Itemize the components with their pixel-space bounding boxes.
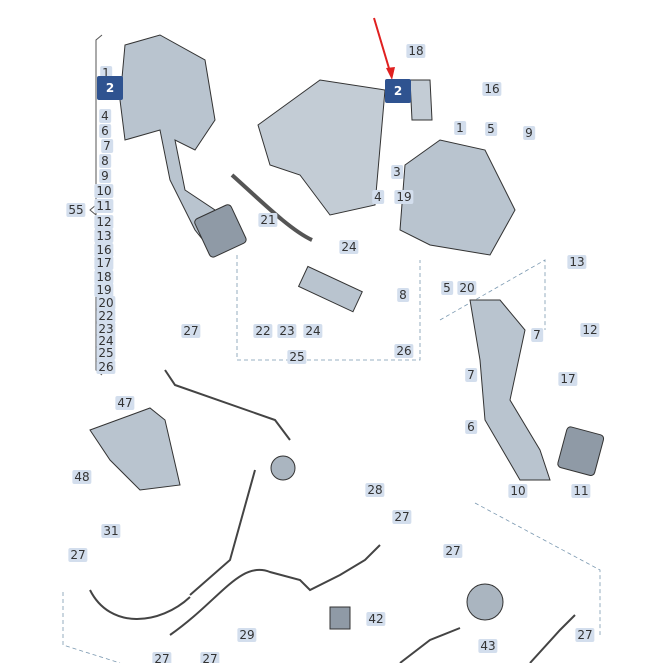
label-19[interactable]: 19: [94, 283, 114, 297]
label-55[interactable]: 55: [66, 203, 86, 217]
callout-20[interactable]: 20: [457, 281, 477, 295]
clutch-pedal-arm: [469, 299, 551, 481]
label-12[interactable]: 12: [94, 215, 114, 229]
callout-27f[interactable]: 27: [200, 652, 220, 663]
callout-27c[interactable]: 27: [68, 548, 88, 562]
label-7[interactable]: 7: [101, 139, 113, 153]
label-1[interactable]: 1: [100, 66, 112, 80]
dashed-guides: [62, 255, 601, 663]
callout-25[interactable]: 25: [287, 350, 307, 364]
label-2-highlighted[interactable]: 2: [97, 76, 123, 100]
hose-21: [230, 173, 313, 242]
callout-26[interactable]: 26: [394, 344, 414, 358]
part-connector: [270, 455, 296, 481]
callout-17[interactable]: 17: [558, 372, 578, 386]
callout-11[interactable]: 11: [571, 484, 591, 498]
label-8[interactable]: 8: [99, 154, 111, 168]
callout-24[interactable]: 24: [339, 240, 359, 254]
part-47: [89, 407, 181, 491]
callout-2-highlighted[interactable]: 2: [385, 79, 411, 103]
label-24[interactable]: 24: [96, 334, 116, 348]
callout-47[interactable]: 47: [115, 396, 135, 410]
callout-19[interactable]: 19: [394, 190, 414, 204]
label-18[interactable]: 18: [94, 270, 114, 284]
callout-10[interactable]: 10: [508, 484, 528, 498]
label-26[interactable]: 26: [96, 360, 116, 374]
red-arrow: [373, 17, 392, 76]
callout-5b[interactable]: 5: [441, 281, 453, 295]
callout-42[interactable]: 42: [366, 612, 386, 626]
callout-23[interactable]: 23: [277, 324, 297, 338]
callout-24b[interactable]: 24: [303, 324, 323, 338]
callout-12[interactable]: 12: [580, 323, 600, 337]
callout-4[interactable]: 4: [372, 190, 384, 204]
callout-5[interactable]: 5: [485, 122, 497, 136]
firewall-plate: [257, 79, 386, 216]
callout-27e[interactable]: 27: [152, 652, 172, 663]
label-20[interactable]: 20: [96, 296, 116, 310]
label-9[interactable]: 9: [99, 169, 111, 183]
slave-cylinder: [466, 583, 504, 621]
callout-31[interactable]: 31: [101, 524, 121, 538]
callout-27d[interactable]: 27: [443, 544, 463, 558]
part-42: [329, 606, 351, 630]
callout-29[interactable]: 29: [237, 628, 257, 642]
callout-27b[interactable]: 27: [392, 510, 412, 524]
callout-13[interactable]: 13: [567, 255, 587, 269]
callout-21[interactable]: 21: [258, 213, 278, 227]
callout-48[interactable]: 48: [72, 470, 92, 484]
callout-3[interactable]: 3: [391, 165, 403, 179]
label-25[interactable]: 25: [96, 346, 116, 360]
label-10[interactable]: 10: [94, 184, 114, 198]
callout-27a[interactable]: 27: [181, 324, 201, 338]
callout-28[interactable]: 28: [365, 483, 385, 497]
master-cylinder: [297, 265, 363, 313]
label-6[interactable]: 6: [99, 124, 111, 138]
callout-6[interactable]: 6: [465, 420, 477, 434]
callout-9[interactable]: 9: [523, 126, 535, 140]
pedal-pad-right: [557, 426, 605, 477]
label-23[interactable]: 23: [96, 322, 116, 336]
label-22[interactable]: 22: [96, 309, 116, 323]
hydraulic-lines: [89, 369, 576, 663]
callout-22[interactable]: 22: [253, 324, 273, 338]
callout-16[interactable]: 16: [482, 82, 502, 96]
callout-18[interactable]: 18: [406, 44, 426, 58]
spring-18: [409, 79, 433, 121]
label-16[interactable]: 16: [94, 243, 114, 257]
pedal-pad-left: [194, 204, 247, 258]
callout-7b[interactable]: 7: [465, 368, 477, 382]
callout-8[interactable]: 8: [397, 288, 409, 302]
label-11[interactable]: 11: [94, 199, 114, 213]
label-4[interactable]: 4: [99, 109, 111, 123]
label-17[interactable]: 17: [94, 256, 114, 270]
callout-1[interactable]: 1: [454, 121, 466, 135]
pedal-bracket-right: [399, 139, 516, 256]
callout-7[interactable]: 7: [531, 328, 543, 342]
callout-27g[interactable]: 27: [575, 628, 595, 642]
label-13[interactable]: 13: [94, 229, 114, 243]
callout-43[interactable]: 43: [478, 639, 498, 653]
